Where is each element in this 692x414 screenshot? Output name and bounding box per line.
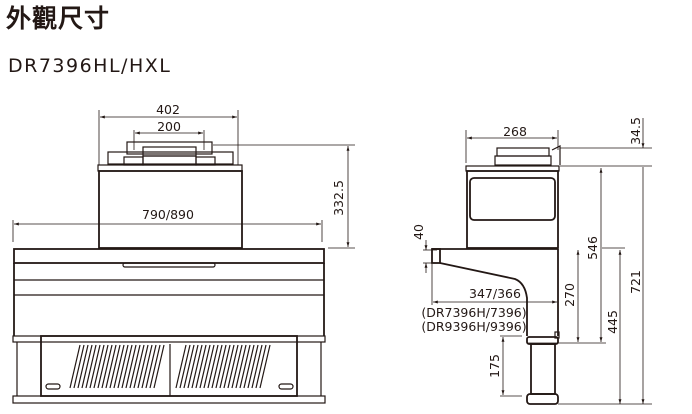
filter-left [69,344,165,389]
dim-402: 402 [156,102,180,117]
dim-347-366: 347/366 [469,286,521,301]
dim-268: 268 [503,124,527,139]
page-title: 外觀尺寸 [6,4,111,33]
dim-332-5: 332.5 [331,180,346,216]
dim-445: 445 [605,310,620,334]
model-number: DR7396HL/HXL [8,55,172,77]
front-view: 402 200 332.5 790/890 [12,102,355,404]
dim-721: 721 [628,270,643,294]
dim-note-1: (DR7396H/7396) [421,305,526,320]
dim-270: 270 [562,283,577,307]
dim-note-2: (DR9396H/9396) [421,319,526,334]
filter-right [175,344,271,389]
dim-40: 40 [411,224,426,240]
dim-34-5: 34.5 [628,117,643,145]
dim-200: 200 [157,119,181,134]
dim-790-890: 790/890 [142,207,194,222]
dim-546: 546 [585,236,600,260]
dim-175: 175 [487,354,502,378]
side-view: 268 34.5 721 546 445 270 40 [411,117,652,405]
